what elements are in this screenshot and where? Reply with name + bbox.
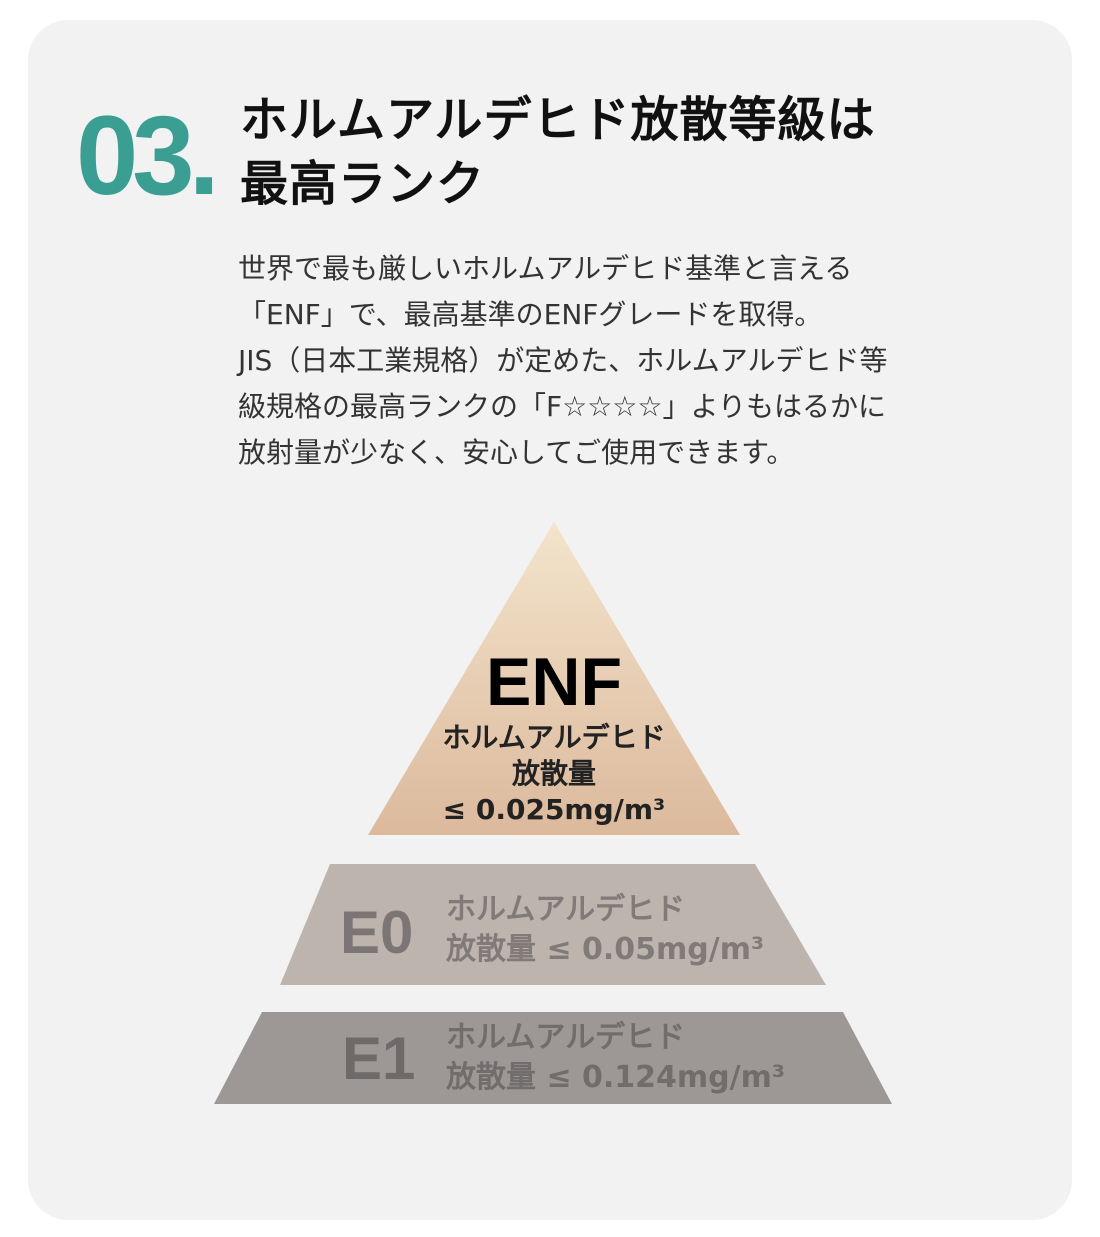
- enf-line: ホルムアルデヒド: [442, 721, 666, 754]
- enf-line: 放散量: [511, 757, 596, 790]
- description-line: JIS（日本工業規格）が定めた、ホルムアルデヒド等: [238, 344, 888, 377]
- pyramid-tier-e1: [214, 1012, 892, 1104]
- heading-line: 最高ランク: [240, 156, 486, 212]
- description-line: 放射量が少なく、安心してご使用できます。: [238, 436, 795, 469]
- enf-description: ホルムアルデヒド 放散量 ≤ 0.025mg/m³: [404, 720, 704, 828]
- pyramid-tier-enf: [368, 522, 740, 835]
- e0-line: ホルムアルデヒド: [446, 892, 686, 927]
- e1-description: ホルムアルデヒド 放散量 ≤ 0.124mg/m³: [446, 1018, 785, 1098]
- description-line: 「ENF」で、最高基準のENFグレードを取得。: [238, 298, 823, 331]
- description: 世界で最も厳しいホルムアルデヒド基準と言える 「ENF」で、最高基準のENFグレ…: [238, 246, 1038, 476]
- pyramid-tier-e0: [280, 864, 826, 985]
- enf-value: ≤ 0.025mg/m³: [442, 793, 666, 826]
- heading-line: ホルムアルデヒド放散等級は: [240, 92, 876, 148]
- description-line: 世界で最も厳しいホルムアルデヒド基準と言える: [238, 252, 853, 285]
- e0-grade-label: E0: [340, 899, 414, 966]
- e0-description: ホルムアルデヒド 放散量 ≤ 0.05mg/m³: [446, 890, 764, 970]
- description-line: 級規格の最高ランクの「F☆☆☆☆」よりもはるかに: [238, 390, 886, 423]
- section-heading: ホルムアルデヒド放散等級は 最高ランク: [240, 88, 876, 216]
- enf-grade-label: ENF: [486, 644, 622, 720]
- e1-line: ホルムアルデヒド: [446, 1020, 686, 1055]
- section-number: 03.: [76, 93, 220, 218]
- e1-grade-label: E1: [342, 1025, 416, 1092]
- e0-value: 放散量 ≤ 0.05mg/m³: [446, 932, 765, 967]
- e1-value: 放散量 ≤ 0.124mg/m³: [446, 1060, 786, 1095]
